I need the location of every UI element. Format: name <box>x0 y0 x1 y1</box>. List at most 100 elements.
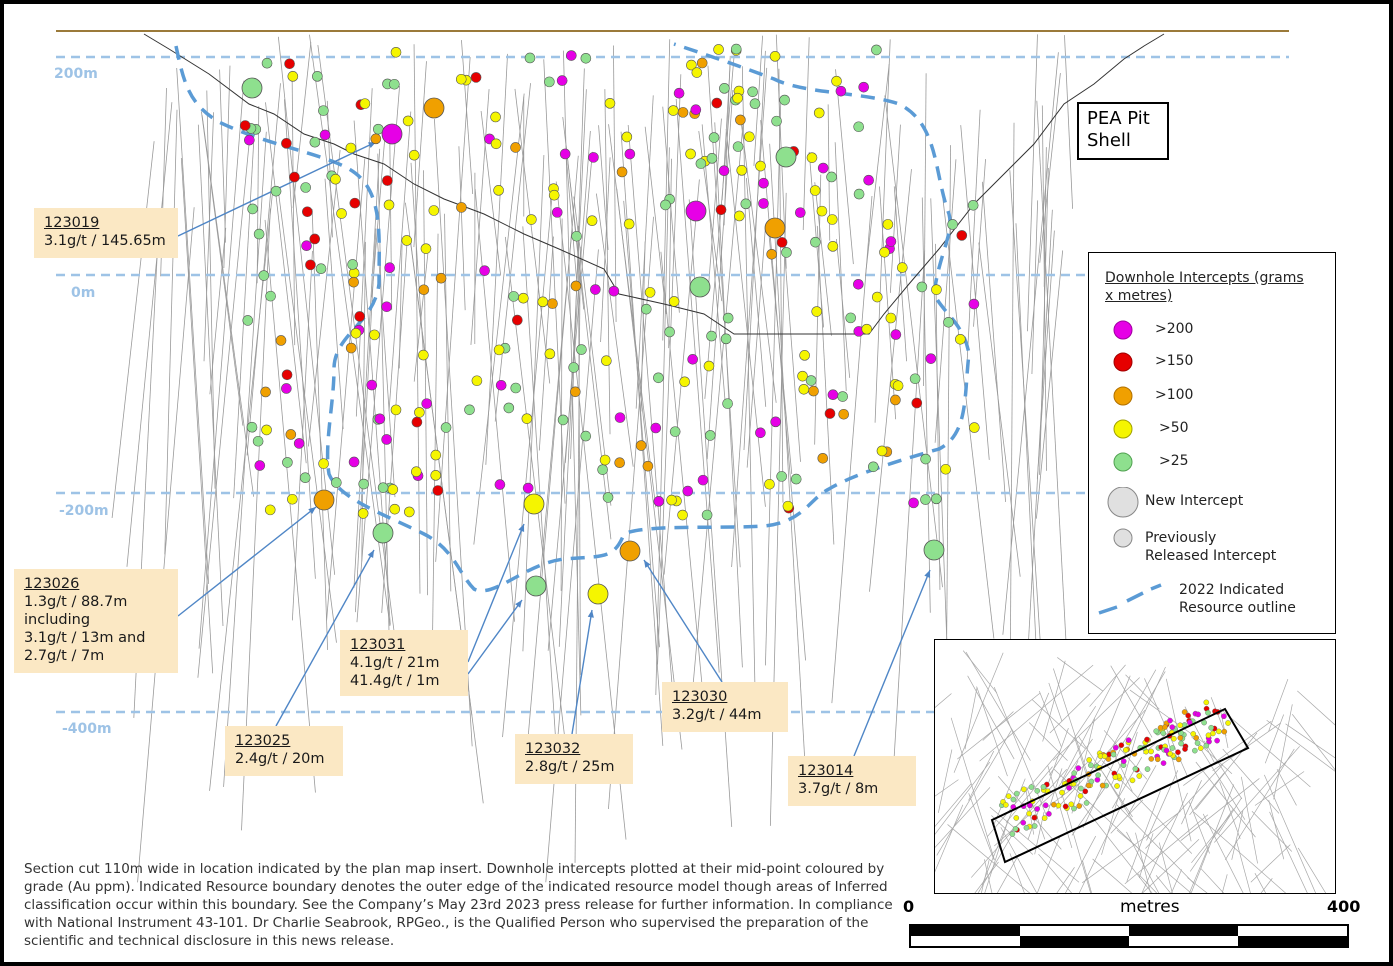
intercept-yellow <box>471 375 483 387</box>
intercept-red <box>239 120 251 131</box>
intercept-yellow <box>383 199 395 211</box>
plan-drill-trace <box>984 819 1009 893</box>
plan-drill-trace <box>1056 709 1146 810</box>
plan-drill-trace <box>1264 774 1316 893</box>
plan-drill-trace <box>1222 748 1280 814</box>
intercept-red <box>776 237 788 248</box>
intercept-green <box>568 362 579 373</box>
scale-segment <box>1238 936 1347 946</box>
legend-grade-200: >200 <box>1089 315 1335 345</box>
intercept-magenta <box>770 416 781 428</box>
section-notes: Section cut 110m wide in location indica… <box>24 861 893 949</box>
plan-intercept-green <box>1088 778 1095 785</box>
intercept-yellow <box>813 107 825 119</box>
intercept-orange <box>817 452 829 464</box>
drill-trace <box>538 236 554 451</box>
drill-trace <box>1041 105 1047 471</box>
intercept-orange <box>348 276 359 288</box>
intercept-yellow <box>871 291 883 303</box>
intercept-yellow <box>548 189 560 201</box>
plan-intercept-green <box>1203 742 1210 749</box>
callout-result: 41.4g/t / 1m <box>350 673 440 689</box>
intercept-magenta <box>494 479 506 490</box>
plan-intercept-red <box>1175 749 1181 756</box>
intercept-yellow <box>389 503 401 515</box>
plan-intercept-magenta <box>1066 785 1072 791</box>
plan-intercept-green <box>1160 730 1167 736</box>
intercept-green <box>299 472 311 484</box>
intercept-green <box>253 228 265 240</box>
intercept-magenta <box>673 87 685 99</box>
scale-segment <box>1020 936 1129 946</box>
leader-line <box>467 523 525 663</box>
drill-trace <box>960 125 990 460</box>
intercept-green <box>704 430 716 441</box>
plan-map-insert <box>934 639 1336 894</box>
plan-drill-trace <box>974 861 999 893</box>
plan-drill-trace <box>1092 858 1133 893</box>
intercept-green <box>845 312 856 324</box>
plan-intercept-green <box>1034 788 1041 794</box>
plan-drill-trace <box>950 717 995 861</box>
grade-swatch-yellow <box>1113 419 1133 439</box>
leader-arrowhead <box>367 550 374 558</box>
plan-drill-trace <box>968 793 995 860</box>
intercept-magenta <box>653 496 665 507</box>
intercept-yellow <box>586 215 598 227</box>
plan-drill-trace <box>989 806 1080 883</box>
intercept-green <box>653 372 664 384</box>
leader-line <box>853 569 931 757</box>
plan-intercept-yellow <box>1101 753 1108 760</box>
scale-segment <box>1129 926 1238 936</box>
new-intercept-marker <box>689 276 711 298</box>
intercept-orange <box>642 460 654 472</box>
plan-intercept-orange <box>1221 728 1228 735</box>
intercept-magenta <box>559 148 571 160</box>
intercept-yellow <box>623 218 635 230</box>
new-intercept-swatch <box>1107 487 1139 518</box>
drill-trace <box>381 245 408 613</box>
plan-drill-trace <box>935 787 991 848</box>
drill-trace <box>307 150 341 447</box>
intercept-green <box>781 247 792 258</box>
drill-trace <box>604 89 611 435</box>
intercept-green <box>312 71 323 82</box>
intercept-orange <box>766 248 777 260</box>
intercept-yellow <box>402 115 414 127</box>
callout-123026: 123026 1.3g/t / 88.7m including 3.1g/t /… <box>14 569 178 673</box>
plan-drill-trace <box>1128 765 1157 815</box>
plan-drill-trace <box>1075 675 1131 811</box>
intercept-yellow <box>677 509 688 521</box>
intercept-green <box>580 430 592 442</box>
plan-drill-trace <box>1126 831 1160 893</box>
legend-previous-label: Previously Released Intercept <box>1145 529 1276 565</box>
drill-trace <box>769 143 806 772</box>
drill-trace <box>413 253 429 382</box>
plan-drill-trace <box>1297 690 1335 726</box>
plan-intercept-orange <box>1148 756 1155 762</box>
intercept-yellow <box>420 243 432 254</box>
intercept-red <box>824 408 836 419</box>
plan-intercept-magenta <box>1046 811 1052 817</box>
drill-trace <box>945 145 951 713</box>
plan-drill-trace <box>965 651 1031 761</box>
intercept-yellow <box>811 306 823 317</box>
intercept-magenta <box>835 85 847 97</box>
leader-line <box>467 599 523 675</box>
plan-drill-trace <box>984 859 993 893</box>
plan-drill-trace <box>1200 868 1225 893</box>
intercept-orange <box>456 202 467 213</box>
drill-trace <box>543 59 566 504</box>
plan-drill-trace <box>967 675 1015 760</box>
plan-intercept-yellow <box>1026 810 1032 817</box>
drill-trace <box>644 126 667 315</box>
plan-drill-trace <box>1187 877 1208 893</box>
plan-intercept-green <box>1205 709 1211 716</box>
intercept-magenta <box>319 129 331 141</box>
drill-trace <box>869 169 912 592</box>
plan-drill-trace <box>1005 766 1053 823</box>
intercept-magenta <box>968 298 980 310</box>
intercept-green <box>580 52 592 64</box>
new-intercept-marker <box>523 493 545 515</box>
drill-trace <box>640 241 646 412</box>
